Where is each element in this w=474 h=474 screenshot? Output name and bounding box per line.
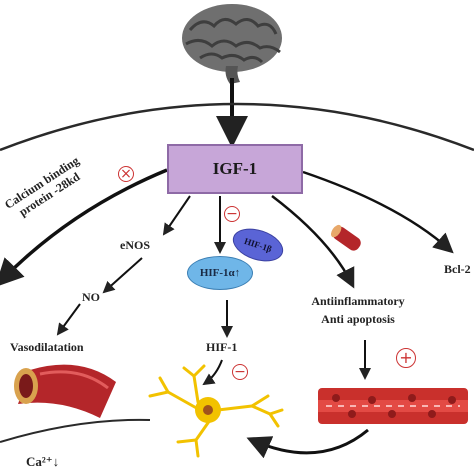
- vessel-to-neuron-arrow: [246, 428, 369, 459]
- neuron-icon: [148, 364, 284, 458]
- antiinflammatory-line1: Antiinflammatory: [311, 294, 405, 308]
- igf-to-enos-arrow: [162, 195, 191, 236]
- hif1-to-neuron-arrow: [202, 359, 223, 386]
- small-vessel-icon: [330, 224, 361, 251]
- no-label: NO: [82, 290, 100, 304]
- neuron-inhibit-symbol-icon: −: [232, 364, 248, 380]
- hif1a-ellipse: HIF-1α↑: [187, 256, 253, 290]
- enos-label: eNOS: [120, 238, 150, 252]
- igf-to-antiinflammatory-arrow: [271, 195, 355, 289]
- vessel-plus-symbol-icon: +: [396, 348, 416, 368]
- calcium-ion-label: Ca²⁺↓: [26, 454, 60, 469]
- antiinflammatory-label: Antiinflammatory Anti apoptosis: [296, 292, 420, 328]
- no-to-vaso-arrow: [56, 303, 81, 336]
- cell-membrane-arc: [0, 102, 474, 152]
- igf-to-calcium-arrow: [0, 168, 168, 288]
- blood-flow-vessel-icon: [318, 388, 468, 424]
- blood-vessel-icon: [14, 364, 116, 418]
- calcium-symbol-icon: ×: [118, 166, 134, 182]
- vasodilatation-label: Vasodilatation: [10, 340, 84, 354]
- hif1-label: HIF-1: [206, 340, 238, 354]
- igf-to-bcl2-arrow: [302, 170, 454, 254]
- bcl2-label: Bcl-2: [444, 262, 471, 276]
- igf1-label: IGF-1: [212, 159, 258, 178]
- enos-to-no-arrow: [102, 257, 143, 294]
- lower-membrane-arc: [0, 418, 151, 443]
- brain-icon: [182, 4, 282, 84]
- hif-inhibit-symbol-icon: −: [224, 206, 240, 222]
- antiinflammatory-line2: Anti apoptosis: [321, 312, 395, 326]
- hif1b-label: HIF-1β: [243, 235, 273, 255]
- hif1a-label: HIF-1α↑: [199, 267, 241, 279]
- igf1-box: IGF-1: [167, 144, 303, 194]
